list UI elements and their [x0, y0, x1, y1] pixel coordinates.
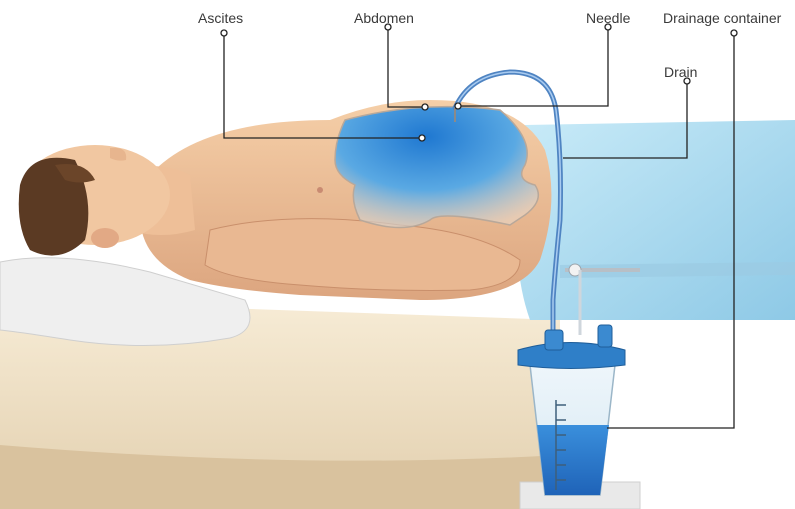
abdomen-label: Abdomen	[354, 10, 414, 26]
ascites-point-marker	[419, 135, 425, 141]
abdomen-leader	[388, 30, 425, 107]
abdomen-point-marker	[422, 104, 428, 110]
ascites-region	[335, 107, 538, 228]
ascites-top-marker	[221, 30, 227, 36]
drainage-container-top-marker	[731, 30, 737, 36]
needle-label: Needle	[586, 10, 630, 26]
needle-point-marker	[455, 103, 461, 109]
drain-label: Drain	[664, 64, 697, 80]
ascites-label: Ascites	[198, 10, 243, 26]
drainage-container-label: Drainage container	[663, 10, 781, 26]
needle-leader	[458, 30, 608, 106]
